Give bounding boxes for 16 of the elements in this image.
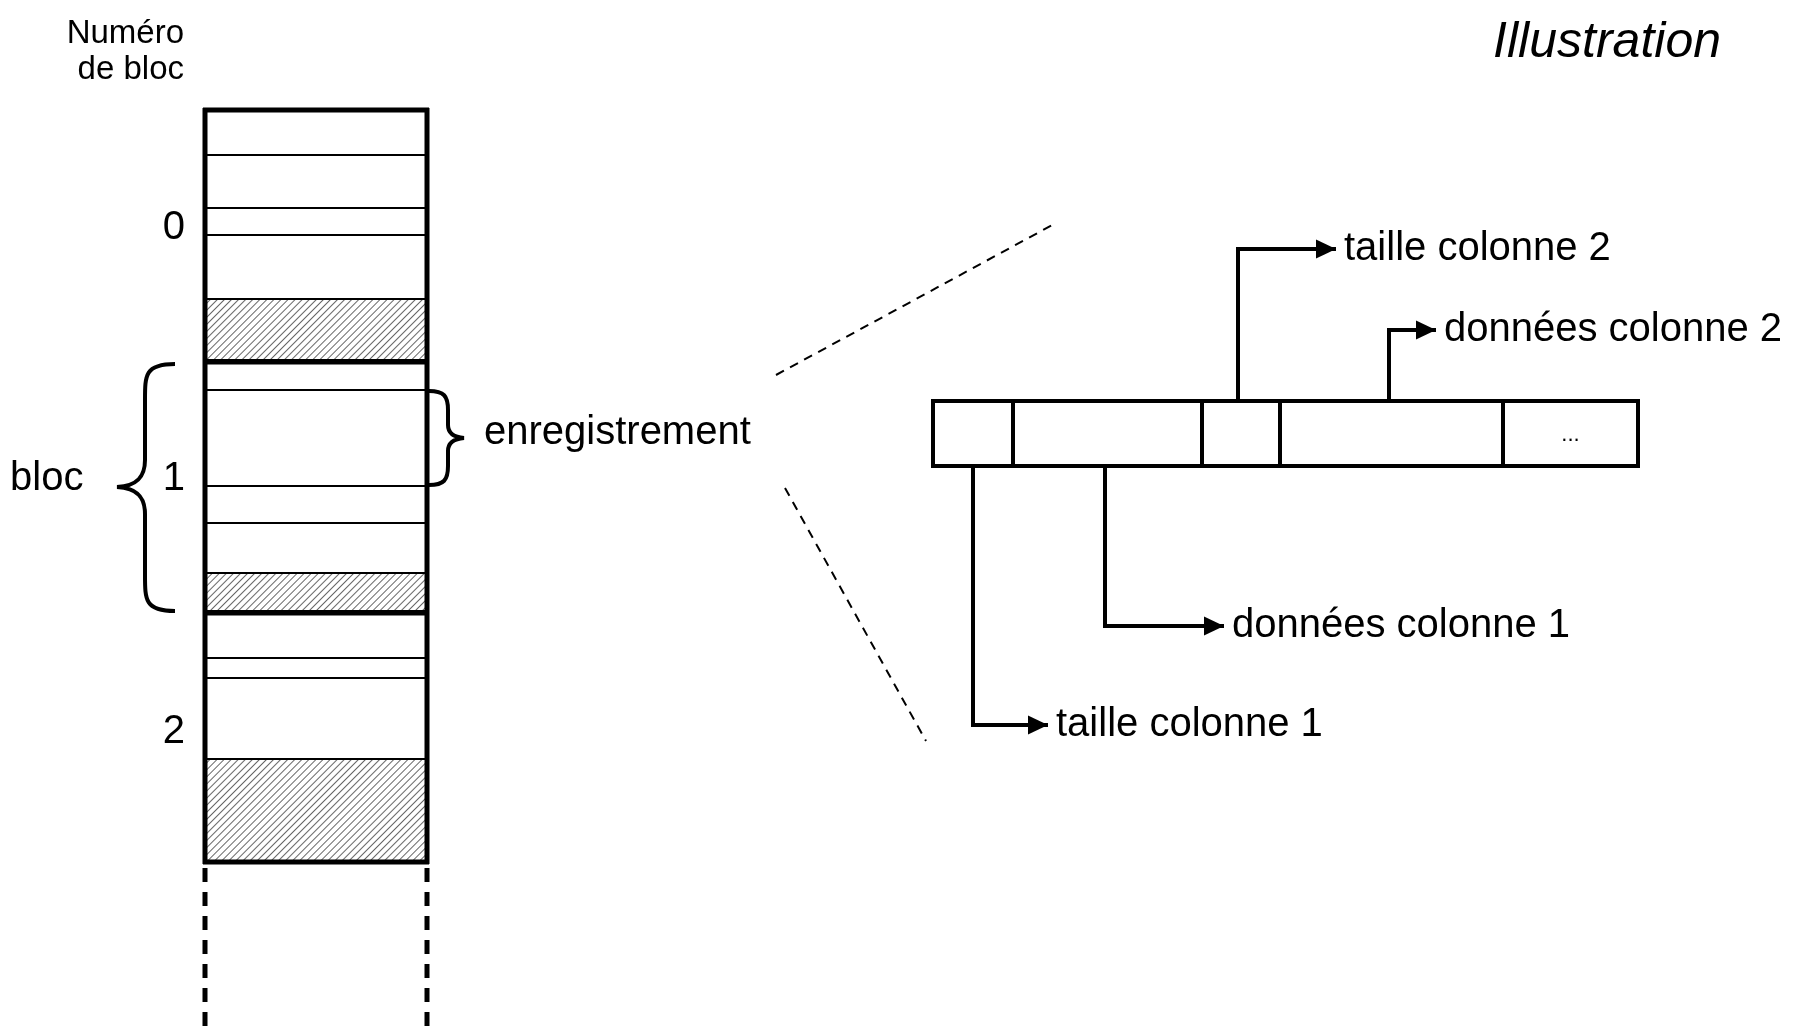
arrow [971, 466, 1048, 735]
field-label: taille colonne 2 [1344, 224, 1611, 268]
block-number: 1 [162, 454, 185, 498]
ellipsis-text: ... [1561, 420, 1580, 447]
arrow [1387, 320, 1436, 401]
block-number: 2 [162, 707, 185, 751]
field-label: données colonne 1 [1232, 601, 1571, 645]
column-heading: Numéro de bloc [65, 13, 184, 87]
brace-label: bloc [10, 454, 84, 498]
arrow [1236, 239, 1336, 401]
brace-label: enregistrement [484, 408, 751, 452]
title: Illustration [1493, 12, 1721, 68]
field-label: données colonne 2 [1444, 305, 1783, 349]
arrow [1103, 466, 1224, 636]
block-number: 0 [162, 203, 185, 247]
field-label: taille colonne 1 [1056, 700, 1323, 744]
